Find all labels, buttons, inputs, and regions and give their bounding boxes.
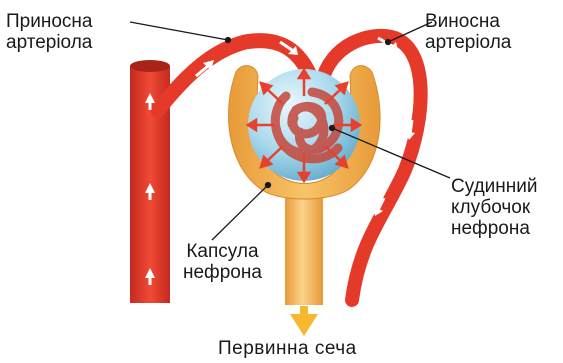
capsule-tube [285, 192, 323, 305]
afferent-arteriole-label: Приносна артеріола [6, 11, 92, 53]
capsule-label: Капсула нефрона [183, 241, 262, 283]
efferent-arteriole-label: Виносна артеріола [425, 11, 511, 53]
primary-urine-label: Первинна сеча [218, 338, 357, 359]
urine-arrow [290, 306, 318, 336]
glomerulus-label: Судинний клубочок нефрона [451, 176, 538, 239]
